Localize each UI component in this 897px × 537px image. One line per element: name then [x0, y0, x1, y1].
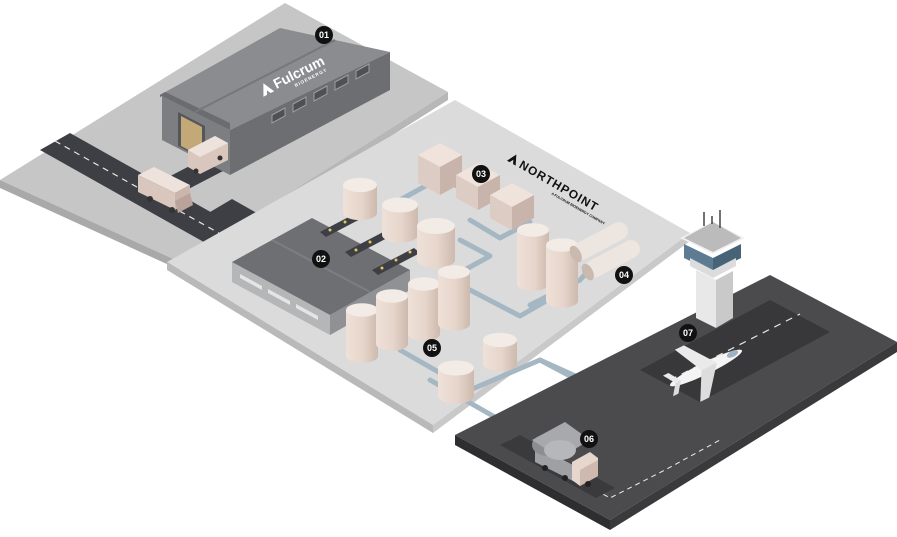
storage-tank — [517, 223, 549, 290]
marker-label: 06 — [584, 434, 594, 444]
marker-label: 02 — [316, 254, 326, 264]
marker-label: 05 — [427, 343, 437, 353]
marker-airport-control-tower[interactable]: 07 — [679, 324, 697, 342]
storage-tank — [483, 333, 517, 371]
marker-label: 04 — [619, 270, 629, 280]
storage-tank — [343, 178, 377, 220]
marker-gasification-units[interactable]: 03 — [472, 165, 490, 183]
marker-label: 01 — [319, 30, 329, 40]
storage-tank — [438, 265, 470, 330]
marker-feedstock-facility[interactable]: 01 — [315, 26, 333, 44]
storage-tank — [376, 289, 408, 350]
marker-processing-building[interactable]: 02 — [312, 250, 330, 268]
marker-horizontal-vessels[interactable]: 04 — [615, 266, 633, 284]
marker-storage-tanks[interactable]: 05 — [423, 339, 441, 357]
storage-tank — [408, 277, 440, 340]
storage-tank — [438, 360, 474, 403]
marker-label: 07 — [683, 328, 693, 338]
storage-tank — [382, 197, 418, 242]
storage-tank — [346, 303, 378, 362]
marker-tanker-truck[interactable]: 06 — [580, 430, 598, 448]
storage-tank — [417, 218, 455, 268]
marker-label: 03 — [476, 169, 486, 179]
